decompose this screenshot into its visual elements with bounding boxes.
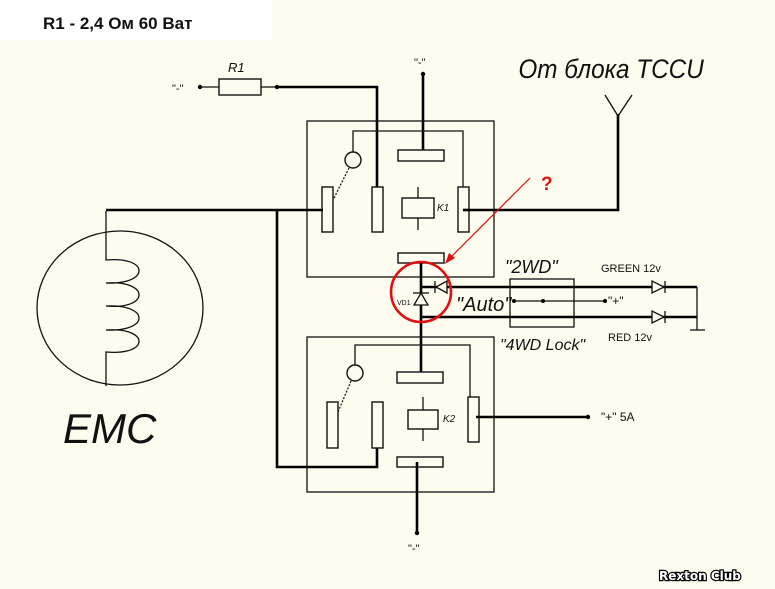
diode-vd1 [412,291,430,306]
resistor-r1 [218,78,262,96]
tccu-label: От блока TCCU [518,55,704,84]
red-label: RED 12v [608,332,653,344]
watermark: Rexton Club [659,569,741,583]
k2-label: K2 [443,414,456,425]
2wd-label: "2WD" [505,257,559,277]
emc-label: EMC [63,405,157,452]
plus-5a-label: "+" 5A [601,410,635,424]
emc-coil-icon [105,211,140,386]
highlight-circle [389,260,453,324]
title-box [0,0,272,40]
relay-k1: K1 [306,120,495,278]
wire-tccu [470,114,620,212]
vd1-label: VD1 [397,300,411,307]
diode-small [434,279,448,295]
emc-motor [36,230,204,386]
question-mark: ? [541,174,553,195]
mode-switch [509,278,575,328]
wire-r1 [277,85,379,188]
k1-label: K1 [437,203,449,214]
relay-k2: K2 [306,336,495,493]
minus-label-top: "-" [414,57,426,69]
4wd-lock-label: "4WD Lock" [500,337,586,354]
minus-label-bottom: "-" [408,543,420,555]
led-green-icon [651,279,666,295]
coil-k2 [407,409,439,430]
green-label: GREEN 12v [601,263,661,275]
wire-k2 [275,210,379,469]
minus-label-r1: "-" [172,83,184,95]
title: R1 - 2,4 Ом 60 Ват [43,14,192,33]
led-red-icon [651,309,666,325]
coil-k1 [401,197,435,219]
highlight-arrow [447,177,531,261]
auto-label: "Auto" [456,294,512,316]
antenna-icon [604,94,633,118]
plus-label: "+" [608,294,624,308]
r1-label: R1 [228,60,245,75]
